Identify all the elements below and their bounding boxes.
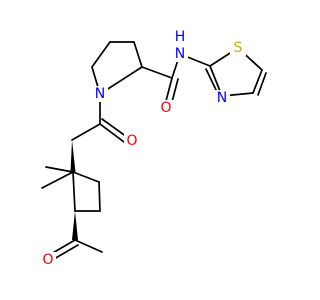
acyl-chain: [71, 93, 128, 143]
bond: [205, 68, 218, 93]
bond: [171, 78, 179, 103]
bond: [257, 72, 267, 96]
bond: [45, 166, 74, 173]
bond: [141, 66, 173, 79]
bond: [71, 123, 101, 141]
bond: [74, 239, 103, 253]
bond: [53, 244, 79, 260]
bond: [91, 41, 111, 68]
amide-o-label: O: [160, 100, 171, 116]
wedge-bond: [70, 140, 76, 172]
bond: [99, 123, 125, 143]
bond: [72, 171, 76, 212]
cyclobutane-ring: [41, 140, 101, 212]
bond: [50, 239, 76, 255]
atom-labels: N O N H S N O O: [40, 29, 246, 268]
bond: [41, 171, 74, 189]
bond: [133, 41, 143, 68]
bond: [165, 77, 173, 102]
wedge-bond: [72, 211, 78, 240]
bond: [72, 171, 100, 183]
thiazole-s-label: S: [234, 40, 243, 56]
amide-h-label: H: [175, 29, 186, 45]
bond: [252, 69, 263, 94]
bond: [101, 118, 128, 138]
acetyl-group: [50, 211, 103, 260]
thiazole-n-label: N: [217, 90, 227, 106]
bond: [98, 181, 101, 212]
acetyl-o-label: O: [42, 252, 53, 268]
acyl-o-label: O: [126, 133, 137, 149]
pyrrolidine-n-label: N: [95, 86, 105, 102]
amide-n-label: N: [175, 46, 185, 62]
molecule-structure: N O N H S N O O: [40, 29, 267, 268]
